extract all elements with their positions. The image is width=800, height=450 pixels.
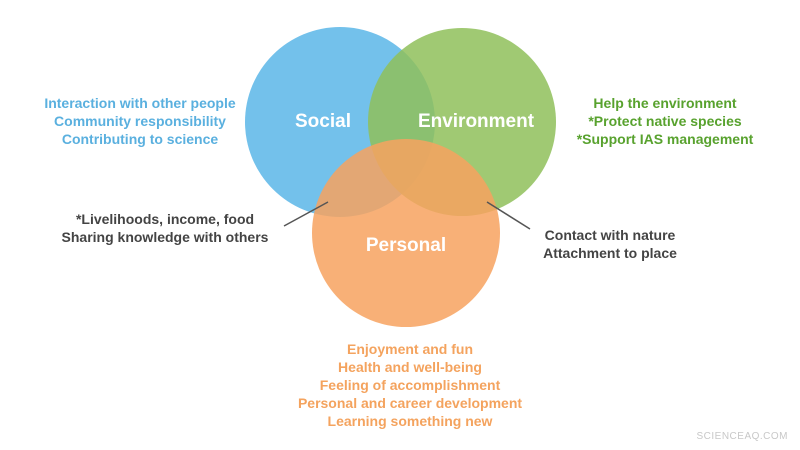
personal-note: Health and well-being: [338, 359, 482, 375]
social-personal-notes: *Livelihoods, income, food Sharing knowl…: [40, 210, 290, 246]
environment-note: *Support IAS management: [576, 131, 754, 147]
social-note: Community responsibility: [54, 113, 226, 129]
social-circle-label: Social: [295, 111, 351, 132]
environment-personal-note: Contact with nature: [544, 227, 676, 243]
social-personal-note: Sharing knowledge with others: [61, 229, 269, 245]
personal-circle: [312, 139, 500, 327]
environment-circle-label: Environment: [418, 111, 535, 132]
personal-notes: Enjoyment and fun Health and well-being …: [270, 340, 550, 430]
personal-circle-label: Personal: [366, 235, 446, 256]
personal-note: Learning something new: [327, 413, 493, 429]
environment-notes: Help the environment *Protect native spe…: [560, 94, 770, 148]
watermark: SCIENCEAQ.COM: [696, 431, 788, 442]
social-note: Interaction with other people: [44, 95, 236, 111]
social-personal-note: *Livelihoods, income, food: [75, 211, 255, 227]
environment-personal-note: Attachment to place: [543, 245, 677, 261]
environment-note: *Protect native species: [588, 113, 742, 129]
social-notes: Interaction with other people Community …: [30, 94, 250, 148]
environment-personal-connector-line: [486, 201, 531, 230]
environment-personal-notes: Contact with nature Attachment to place: [530, 226, 690, 262]
social-note: Contributing to science: [61, 131, 219, 147]
personal-note: Enjoyment and fun: [347, 341, 473, 357]
personal-note: Personal and career development: [297, 395, 523, 411]
environment-note: Help the environment: [593, 95, 737, 111]
personal-note: Feeling of accomplishment: [319, 377, 501, 393]
social-personal-connector-line: [283, 201, 329, 227]
